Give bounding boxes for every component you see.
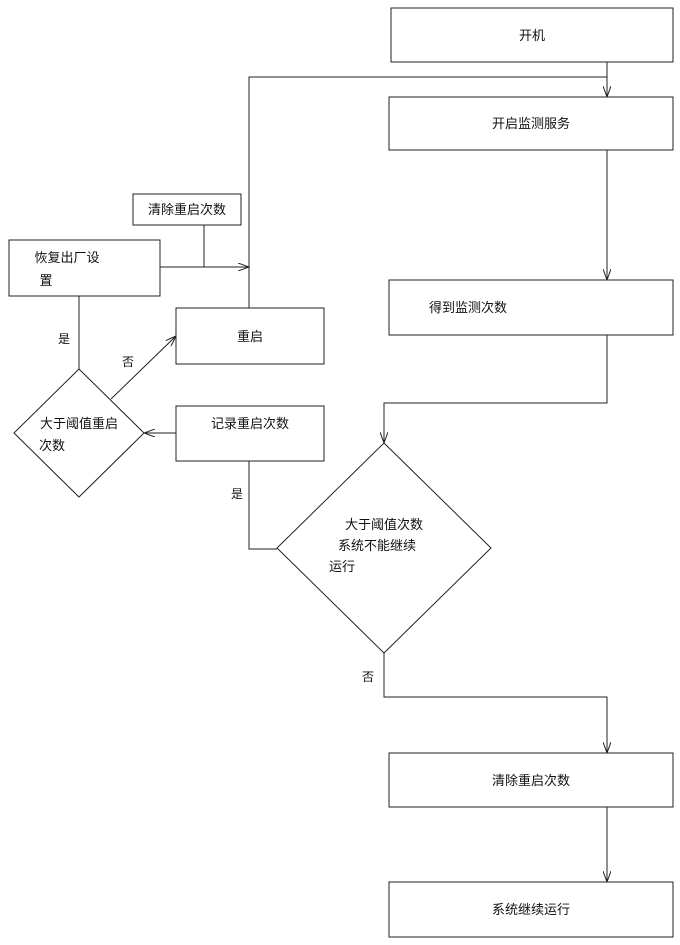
edge-decision-yes-to-record	[248, 461, 277, 550]
restart-box: 重启	[175, 307, 325, 365]
system-decision-line-3: 运行	[329, 560, 355, 575]
get-count-box: 得到监测次数	[388, 279, 674, 336]
clear-count-bottom-box: 清除重启次数	[388, 752, 674, 808]
factory-reset-line-2: 置	[39, 274, 52, 289]
edge-restart-decision-no-to-restart	[110, 336, 176, 400]
power-on-box: 开机	[390, 7, 674, 63]
factory-reset-box: 恢复出厂设 置	[8, 239, 161, 297]
yes-label-restart: 是	[58, 332, 70, 346]
restart-label: 重启	[237, 329, 263, 345]
no-label-restart: 否	[122, 355, 134, 369]
factory-reset-line-1: 恢复出厂设	[34, 251, 99, 266]
system-threshold-decision: 大于阈值次数 系统不能继续 运行	[276, 442, 492, 654]
edge-decision-no-to-clear	[383, 653, 607, 753]
system-continue-box: 系统继续运行	[388, 881, 674, 938]
clear-count-top-box: 清除重启次数	[132, 193, 242, 226]
power-on-label: 开机	[519, 29, 545, 44]
record-restart-box: 记录重启次数	[175, 405, 325, 462]
record-restart-label: 记录重启次数	[211, 416, 289, 432]
get-count-label: 得到监测次数	[429, 300, 507, 316]
edge-getcount-to-decision	[384, 335, 608, 443]
edge-restart-loop-to-monitor	[248, 76, 607, 308]
system-decision-line-2: 系统不能继续	[338, 539, 416, 554]
no-label-system: 否	[362, 670, 374, 684]
restart-decision-line-2: 次数	[39, 438, 65, 454]
yes-label-system: 是	[231, 487, 243, 501]
restart-threshold-decision: 大于阈值重启 次数	[13, 368, 145, 498]
restart-decision-line-1: 大于阈值重启	[40, 416, 118, 432]
system-continue-label: 系统继续运行	[492, 903, 570, 918]
clear-count-top-label: 清除重启次数	[148, 202, 226, 218]
system-decision-line-1: 大于阈值次数	[345, 517, 423, 533]
clear-count-bottom-label: 清除重启次数	[492, 773, 570, 789]
start-monitor-box: 开启监测服务	[388, 96, 674, 151]
start-monitor-label: 开启监测服务	[492, 116, 570, 132]
